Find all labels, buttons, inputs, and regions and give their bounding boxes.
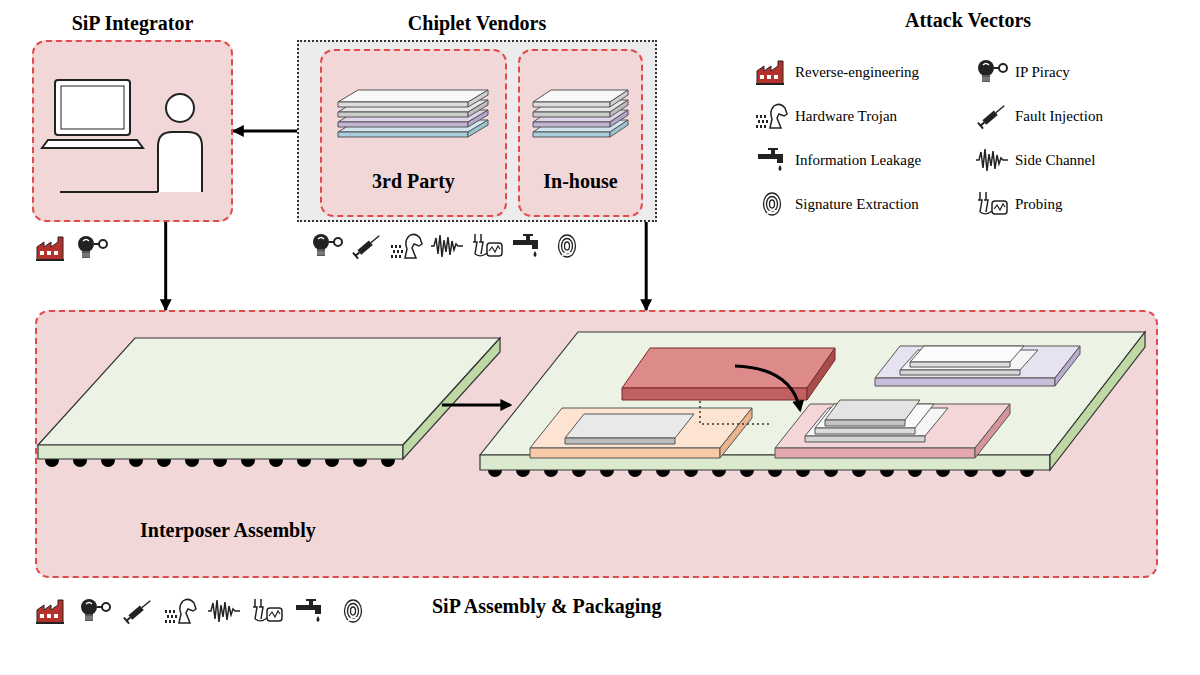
- chiplet: [530, 408, 752, 458]
- attack-icon: [123, 598, 153, 625]
- box-heading: Chiplet Vendors: [408, 11, 546, 35]
- chiplet-stack: [533, 90, 628, 137]
- chiplet: [875, 346, 1080, 386]
- part-label: Interposer Assembly: [140, 518, 316, 542]
- interposer: [38, 338, 500, 459]
- attack-icon: [78, 236, 107, 258]
- legend-text: Side Channel: [1015, 151, 1095, 169]
- legend-text: IP Piracy: [1015, 63, 1070, 81]
- attack-icon: [313, 234, 342, 256]
- flow-arrow: [645, 222, 648, 310]
- person-icon: [158, 94, 202, 192]
- attack-icon: [559, 235, 576, 257]
- integrator-fill: [32, 40, 233, 222]
- vendor-fill: [320, 49, 507, 217]
- vendor-box: In-house: [518, 49, 643, 217]
- attack-icon: [36, 237, 64, 260]
- legend-text: Fault Injection: [1015, 107, 1103, 125]
- legend-icon: [758, 148, 783, 171]
- placement-guide: [700, 401, 770, 424]
- vendor-group-fill: [297, 40, 657, 222]
- box-label: In-house: [543, 169, 617, 193]
- placement-arrow: [735, 366, 800, 410]
- chiplet: [775, 400, 1010, 458]
- attack-icon: [208, 600, 240, 622]
- attack-icon: [352, 233, 382, 260]
- legend-text: Information Leakage: [795, 151, 921, 169]
- chiplet: [622, 348, 835, 400]
- legend-text: Hardware Trojan: [795, 107, 897, 125]
- attack-icon: [296, 599, 321, 622]
- attack-icon: [36, 600, 64, 623]
- attack-icon: [473, 234, 502, 256]
- legend-text: Probing: [1015, 195, 1063, 213]
- attack-icon: [345, 600, 362, 622]
- box-heading: SiP Integrator: [72, 11, 194, 35]
- legend-text: Reverse-engineering: [795, 63, 919, 81]
- legend-heading: Attack Vectors: [905, 8, 1031, 32]
- attack-icon: [165, 599, 196, 623]
- vendor-fill: [518, 49, 643, 217]
- legend-icon: [756, 61, 784, 84]
- attack-icon: [253, 599, 282, 621]
- attack-icon: [81, 599, 110, 621]
- legend-text: Signature Extraction: [795, 195, 919, 213]
- attack-icon: [431, 235, 463, 257]
- chiplet-stack: [338, 90, 488, 137]
- legend-icon: [978, 60, 1007, 82]
- box-label: 3rd Party: [372, 169, 455, 193]
- attack-icon: [391, 234, 422, 258]
- interposer: [480, 332, 1145, 470]
- integrator-box: SiP Integrator: [32, 40, 233, 222]
- vendor-box: 3rd Party: [320, 49, 507, 217]
- vendor-group: Chiplet Vendors3rd PartyIn-house: [297, 40, 657, 222]
- legend-icon: [756, 104, 787, 128]
- legend-icon: [976, 149, 1008, 171]
- assembly-fill: [35, 310, 1158, 578]
- process-arrow: [442, 404, 510, 407]
- legend-icon: [977, 103, 1007, 130]
- attack-icon: [513, 234, 538, 257]
- legend-icon: [978, 192, 1007, 214]
- legend-icon: [764, 193, 781, 215]
- computer-icon: [42, 80, 158, 192]
- flow-arrow: [164, 222, 167, 310]
- region-caption: SiP Assembly & Packaging: [432, 594, 661, 618]
- flow-arrow: [233, 130, 297, 133]
